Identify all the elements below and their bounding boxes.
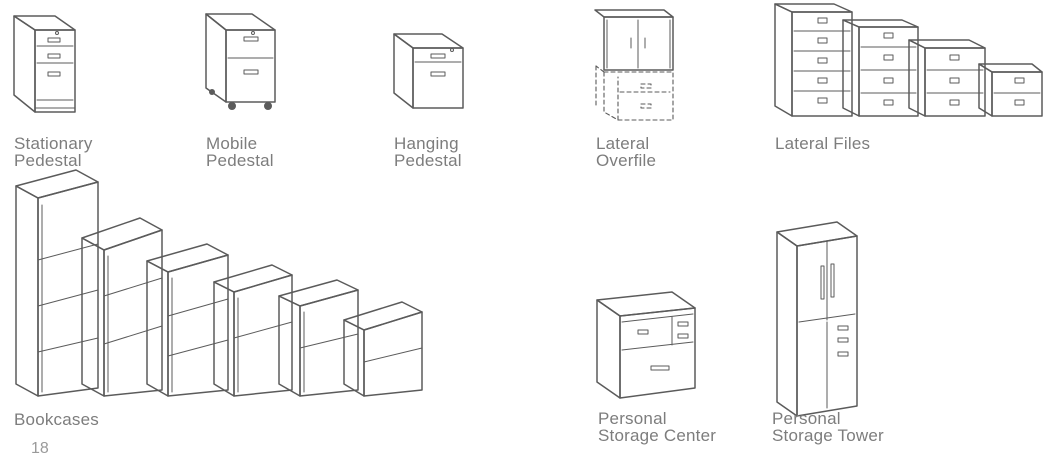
lateral-file-4-drawer (842, 19, 919, 117)
caption-line: Overfile (596, 151, 657, 170)
caption-line: Mobile (206, 134, 258, 153)
caption-personal-storage-tower: Personal Storage Tower (772, 410, 884, 444)
bookcases-illustration (15, 169, 423, 397)
bookcase-unit-5 (278, 279, 359, 397)
caption-hanging-pedestal: Hanging Pedestal (394, 135, 462, 169)
bookcase-unit-4 (213, 264, 293, 397)
lateral-file-2-drawer (978, 63, 1043, 117)
personal-storage-center-illustration (596, 291, 696, 399)
bookcase-unit-6 (343, 301, 423, 397)
hanging-pedestal-illustration (393, 33, 464, 109)
caption-stationary-pedestal: Stationary Pedestal (14, 135, 93, 169)
caption-line: Pedestal (394, 151, 462, 170)
caption-line: Lateral (596, 134, 650, 153)
caption-line: Storage Tower (772, 426, 884, 445)
stationary-pedestal-illustration (13, 15, 76, 113)
lateral-overfile-illustration (594, 9, 674, 121)
caption-bookcases: Bookcases (14, 411, 99, 428)
caption-line: Pedestal (14, 151, 82, 170)
bookcase-unit-3 (146, 243, 229, 397)
caption-personal-storage-center: Personal Storage Center (598, 410, 716, 444)
caption-mobile-pedestal: Mobile Pedestal (206, 135, 274, 169)
page-number: 18 (31, 440, 49, 457)
bookcase-unit-2 (81, 217, 163, 397)
caption-line: Pedestal (206, 151, 274, 170)
caption-line: Storage Center (598, 426, 717, 445)
caption-lateral-files: Lateral Files (775, 135, 870, 152)
caption-line: Personal (598, 409, 667, 428)
caption-line: Bookcases (14, 410, 99, 429)
caption-line: Stationary (14, 134, 93, 153)
lateral-files-illustration (774, 3, 1043, 117)
lateral-file-5-drawer (774, 3, 853, 117)
personal-storage-tower-illustration (776, 221, 858, 417)
caption-line: Hanging (394, 134, 459, 153)
mobile-pedestal-illustration (205, 13, 276, 110)
caption-lateral-overfile: Lateral Overfile (596, 135, 656, 169)
caption-line: Lateral Files (775, 134, 871, 153)
lateral-file-3-drawer (908, 39, 986, 117)
bookcase-unit-1 (15, 169, 99, 397)
caption-line: Personal (772, 409, 841, 428)
